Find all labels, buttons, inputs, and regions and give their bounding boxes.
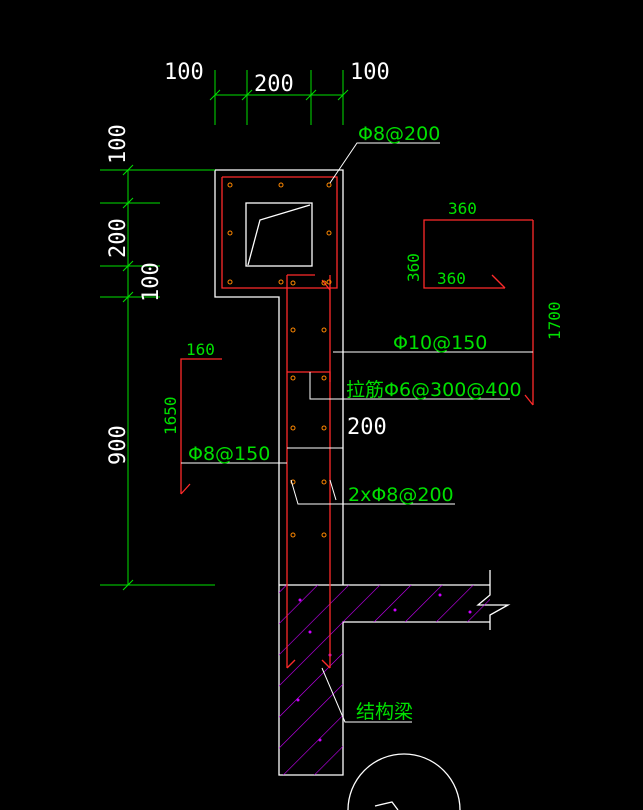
bar-detail-right <box>423 219 533 289</box>
inner-opening <box>245 202 313 267</box>
detail-right-top: 360 <box>448 199 477 218</box>
top-dim-right: 100 <box>350 60 390 85</box>
left-dim-1: 100 <box>106 124 131 164</box>
tie-hook <box>287 371 331 382</box>
leader-lines <box>181 142 533 723</box>
detail-left-length: 1650 <box>161 396 180 435</box>
upper-outline-left <box>214 170 490 776</box>
detail-left-top: 160 <box>186 340 215 359</box>
beam-hatch <box>279 585 490 775</box>
bar-detail-left <box>180 358 222 494</box>
top-stirrup <box>221 176 338 289</box>
detail-right-left: 360 <box>404 253 423 282</box>
callout-ties: 拉筋Φ6@300@400 <box>346 379 522 401</box>
top-dim-middle: 200 <box>254 72 294 97</box>
detail-right-inner: 360 <box>437 269 466 288</box>
callout-horizontal-bar: Φ10@150 <box>393 332 487 354</box>
wall-thickness-label: 200 <box>347 415 387 440</box>
concrete-outline <box>214 169 511 776</box>
rebar-lines <box>180 176 534 669</box>
section-symbol-icon <box>347 753 461 810</box>
top-dim-left: 100 <box>164 60 204 85</box>
aggregate-dots <box>296 593 472 742</box>
detail-right-length: 1700 <box>545 301 564 340</box>
callout-double-bar: 2xΦ8@200 <box>348 484 454 506</box>
callout-vertical-bar: Φ8@150 <box>188 443 270 465</box>
dimension-lines <box>100 70 349 591</box>
left-dim-4: 900 <box>106 425 131 465</box>
callout-structural-beam: 结构梁 <box>356 701 413 723</box>
callout-top-rebar: Φ8@200 <box>358 123 440 145</box>
upper-outline <box>215 169 344 585</box>
rebar-dots <box>227 182 332 538</box>
left-dim-2: 200 <box>106 218 131 258</box>
tie-hook-2 <box>321 279 331 291</box>
left-dim-3: 100 <box>139 262 164 302</box>
